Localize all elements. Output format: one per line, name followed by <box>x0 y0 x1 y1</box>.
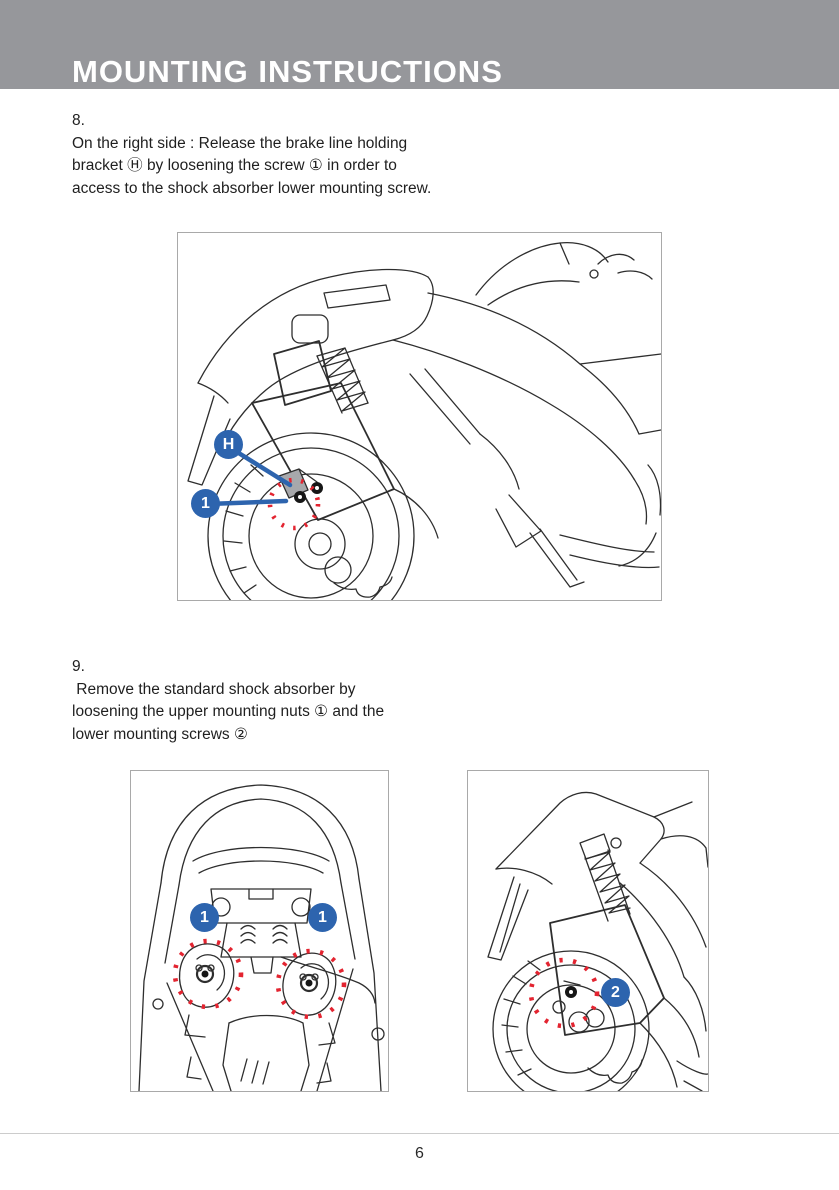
highlight-circle-nut-left <box>172 938 244 1010</box>
callout-badge-h: H <box>214 430 243 459</box>
callout-badge-1-left: 1 <box>190 903 219 932</box>
header-band: MOUNTING INSTRUCTIONS <box>0 0 839 89</box>
step-8: 8. On the right side : Release the brake… <box>72 110 431 200</box>
under-seat-illustration <box>138 784 385 1091</box>
highlight-circle-screw-1 <box>267 477 321 531</box>
page-number: 6 <box>415 1145 424 1162</box>
rear-wheel-illustration <box>487 791 708 1091</box>
step-text-line: access to the shock absorber lower mount… <box>72 179 432 197</box>
figure-side-view-brake-bracket: H 1 <box>177 232 662 601</box>
callout-badge-2: 2 <box>601 978 630 1007</box>
figure-under-seat-view: 1 1 <box>130 770 389 1092</box>
step-text-line: On the right side : Release the brake li… <box>72 134 408 152</box>
step-text-line: bracket Ⓗ by loosening the screw ① in or… <box>72 157 397 174</box>
callout-line-1 <box>205 498 289 507</box>
step-number: 9. <box>72 658 85 675</box>
callout-badge-1-right: 1 <box>308 903 337 932</box>
motorcycle-side-view-illustration <box>187 242 661 600</box>
figure-side-view-lower-screws: 2 <box>467 770 709 1092</box>
step-text-line: lower mounting screws ② <box>72 725 248 743</box>
highlight-circle-nut-right <box>275 948 347 1020</box>
footer-divider <box>0 1133 839 1134</box>
bracket-h-highlight <box>278 468 309 499</box>
callout-badge-1: 1 <box>191 489 220 518</box>
step-9: 9. Remove the standard shock absorber by… <box>72 656 384 746</box>
step-text-line: loosening the upper mounting nuts ① and … <box>72 703 385 720</box>
highlight-circle-screw-2 <box>528 957 600 1029</box>
step-text-line: Remove the standard shock absorber by <box>72 680 356 698</box>
page-title: MOUNTING INSTRUCTIONS <box>72 54 503 89</box>
step-number: 8. <box>72 112 85 129</box>
